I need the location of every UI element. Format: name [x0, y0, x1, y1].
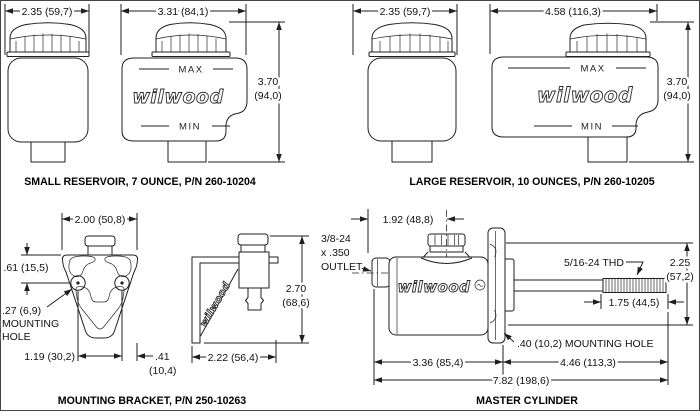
- master-cylinder-body: wilwood: [352, 210, 667, 344]
- dim-small-height: 3.70 (94,0): [208, 21, 285, 163]
- dim-small-side-width: 3.31 (84,1): [120, 4, 247, 55]
- wilwood-logo: wilwood: [398, 278, 471, 296]
- dim-label: 2.00 (50,8): [75, 214, 126, 226]
- dim-label: 2.35 (59,7): [22, 6, 73, 18]
- dim-rod-length: 4.46 (113,3): [560, 357, 616, 369]
- large-reservoir-front-view: [367, 22, 457, 163]
- dim-label: 1.75 (44,5): [609, 297, 660, 309]
- note-label: 5/16-24 THD: [564, 257, 624, 269]
- mounting-bracket-figure: 2.00 (50,8) .61 (15,5) .27 (6,9) MOUNTIN…: [0, 212, 312, 408]
- large-reservoir-caption: LARGE RESERVOIR, 10 OUNCES, P/N 260-1020…: [409, 176, 654, 188]
- master-cylinder-caption: MASTER CYLINDER: [476, 395, 578, 407]
- max-label: MAX: [580, 64, 605, 75]
- dim-label-mm: (57,2): [666, 271, 693, 283]
- note-line3: OUTLET: [321, 261, 363, 273]
- bracket-front-view: [61, 235, 139, 339]
- bracket-mounting-hole-callout: .27 (6,9) MOUNTING HOLE: [0, 288, 73, 345]
- master-cylinder-figure: wilwood 1.92 (48,8) 3/8-24 x .350 OUTLET…: [319, 209, 696, 407]
- registered-mark-icon: [474, 279, 486, 291]
- dim-label: 1.19 (30,2): [24, 351, 75, 363]
- small-reservoir-side-view: MAX MIN wilwood: [121, 22, 248, 163]
- wilwood-logo: wilwood: [537, 83, 633, 107]
- dim-mc-thread-length: 1.75 (44,5): [584, 294, 684, 312]
- dim-bracket-top-width: 2.00 (50,8): [61, 212, 138, 250]
- dim-label-mm: (94,0): [663, 90, 690, 102]
- dim-large-height: 3.70 (94,0): [629, 21, 694, 163]
- dim-mc-body-top-width: 1.92 (48,8): [351, 209, 464, 253]
- dim-label: 3.31 (84,1): [158, 6, 209, 18]
- dim-label: 2.35 (59,7): [380, 6, 431, 18]
- note-line3: HOLE: [2, 331, 31, 343]
- min-label: MIN: [179, 122, 201, 133]
- dim-label-in: 3.70: [667, 76, 688, 88]
- mc-thread-callout: 5/16-24 THD: [562, 255, 644, 276]
- min-label: MIN: [581, 122, 603, 133]
- note-label: .40 (10,2) MOUNTING HOLE: [517, 338, 654, 350]
- dim-large-side-width: 4.58 (116,3): [489, 4, 658, 54]
- small-reservoir-front-view: [6, 22, 90, 163]
- dim-label-mm: (10,4): [149, 365, 176, 377]
- large-reservoir-figure: 2.35 (59,7) MAX MIN wilwood 4.58 (116,3)…: [352, 4, 694, 188]
- dim-mc-bottom: 3.36 (85,4) 4.46 (113,3) 7.82 (198,6): [373, 289, 669, 390]
- dim-label-in: 3.70: [258, 76, 279, 88]
- mc-outlet-callout: 3/8-24 x .350 OUTLET: [319, 231, 372, 275]
- dim-overall-length: 7.82 (198,6): [493, 375, 550, 387]
- dim-label: .61 (15,5): [4, 262, 49, 274]
- small-reservoir-figure: 2.35 (59,7) MAX MIN wilwood 3.31 (84,1) …: [4, 4, 285, 188]
- dim-label: 4.58 (116,3): [545, 6, 601, 18]
- dim-bracket-hole-offset: .61 (15,5): [1, 243, 69, 295]
- mc-mounting-hole-callout: .40 (10,2) MOUNTING HOLE: [503, 332, 656, 352]
- dim-bracket-height: 2.70 (68,6): [204, 235, 312, 344]
- dim-small-front-width: 2.35 (59,7): [4, 4, 90, 55]
- dim-label-in: .41: [155, 351, 170, 363]
- note-line2: x .350: [321, 247, 350, 259]
- dim-body-length: 3.36 (85,4): [413, 357, 464, 369]
- note-line1: .27 (6,9): [2, 305, 41, 317]
- dim-label-in: 2.70: [286, 283, 307, 295]
- dim-mc-flange-height: 2.25 (57,2): [506, 242, 696, 326]
- dim-label: 2.22 (56,4): [208, 352, 259, 364]
- dim-large-front-width: 2.35 (59,7): [352, 4, 458, 55]
- wilwood-logo: wilwood: [199, 280, 234, 329]
- max-label: MAX: [178, 65, 203, 76]
- dim-bracket-hole-spacing: 1.19 (30,2): [22, 291, 123, 365]
- wilwood-logo: wilwood: [132, 86, 223, 108]
- dim-label-mm: (94,0): [254, 90, 281, 102]
- dim-label-mm: (68,6): [282, 297, 309, 309]
- note-line1: 3/8-24: [321, 233, 351, 245]
- note-line2: MOUNTING: [2, 318, 59, 330]
- bracket-side-view: wilwood: [191, 233, 279, 344]
- dim-bracket-edge-offset: .41 (10,4): [136, 343, 178, 379]
- large-reservoir-side-view: MAX MIN wilwood: [491, 22, 659, 163]
- dim-bracket-depth: 2.22 (56,4): [191, 340, 277, 367]
- mounting-bracket-caption: MOUNTING BRACKET, P/N 250-10263: [58, 395, 246, 407]
- small-reservoir-caption: SMALL RESERVOIR, 7 OUNCE, P/N 260-10204: [24, 176, 256, 188]
- dim-label: 1.92 (48,8): [383, 214, 434, 226]
- dim-label-in: 2.25: [670, 257, 691, 269]
